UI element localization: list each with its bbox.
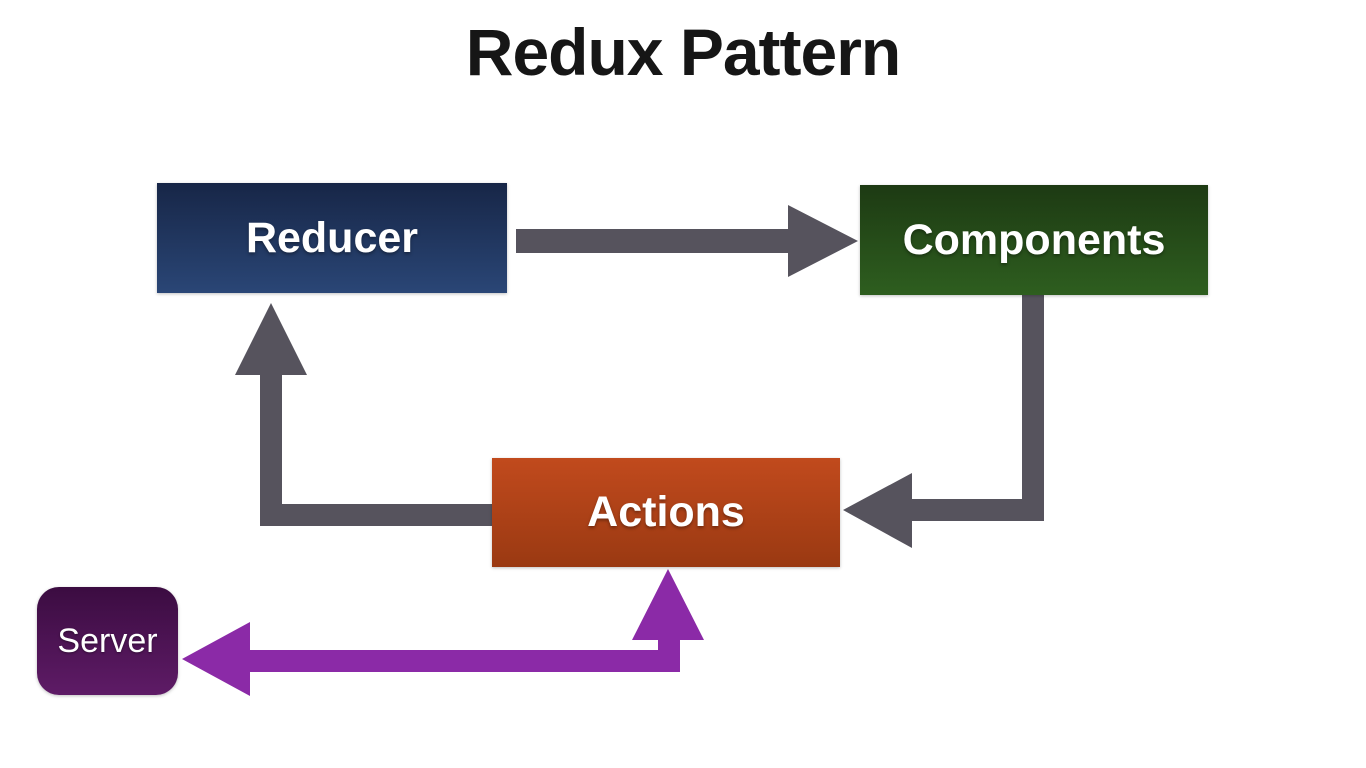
- arrow-components-to-actions: [843, 295, 1044, 548]
- node-actions-label: Actions: [587, 488, 745, 536]
- node-components-label: Components: [902, 215, 1166, 264]
- node-reducer: Reducer: [157, 183, 507, 293]
- node-server: Server: [37, 587, 178, 695]
- arrow-reducer-to-components: [516, 205, 858, 277]
- node-actions: Actions: [492, 458, 840, 567]
- arrow-actions-to-server: [182, 569, 704, 696]
- node-reducer-label: Reducer: [245, 213, 419, 262]
- arrow-actions-to-reducer: [235, 303, 492, 526]
- node-components: Components: [860, 185, 1208, 295]
- diagram-title: Redux Pattern: [465, 15, 901, 89]
- node-server-label: Server: [57, 621, 158, 660]
